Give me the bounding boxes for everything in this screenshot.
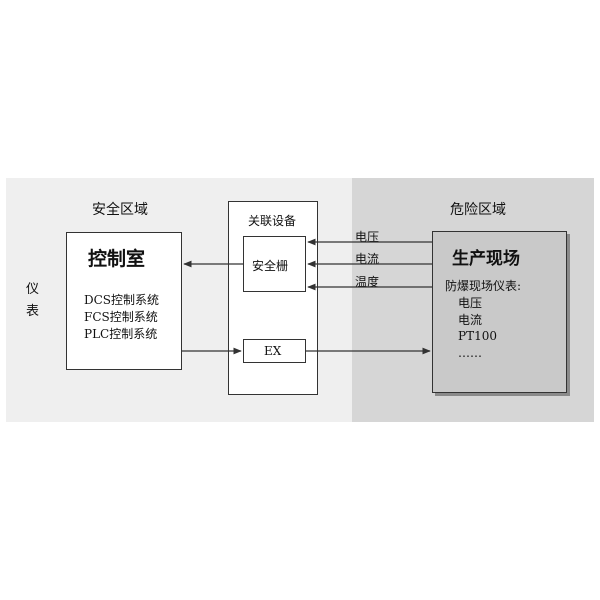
production-field-box xyxy=(432,231,567,393)
control-room-box xyxy=(66,232,182,370)
signal-label-current: 电流 xyxy=(355,252,380,266)
associated-equipment-title: 关联设备 xyxy=(248,214,297,228)
control-room-title: 控制室 xyxy=(88,248,146,270)
danger-zone-label: 危险区域 xyxy=(450,202,506,218)
safety-barrier-box xyxy=(243,236,306,292)
ex-label: EX xyxy=(264,344,282,358)
field-instrument-item: 电压 xyxy=(458,296,483,310)
ex-box xyxy=(243,339,306,363)
field-instruments-subtitle: 防爆现场仪表: xyxy=(445,279,522,293)
safety-barrier-label: 安全栅 xyxy=(252,259,289,273)
production-field-title: 生产现场 xyxy=(452,249,520,269)
control-system-item: PLC控制系统 xyxy=(84,327,158,341)
instrument-label-char-1: 仪 xyxy=(26,282,40,297)
safe-zone-label: 安全区域 xyxy=(92,202,148,218)
control-system-item: FCS控制系统 xyxy=(84,310,158,324)
field-instrument-item: …… xyxy=(458,346,482,360)
instrument-label-char-2: 表 xyxy=(26,304,40,319)
control-system-item: DCS控制系统 xyxy=(84,293,160,307)
field-instrument-item: 电流 xyxy=(458,313,483,327)
field-instrument-item: PT100 xyxy=(458,329,497,343)
signal-label-temperature: 温度 xyxy=(355,275,380,289)
signal-label-voltage: 电压 xyxy=(355,230,380,244)
